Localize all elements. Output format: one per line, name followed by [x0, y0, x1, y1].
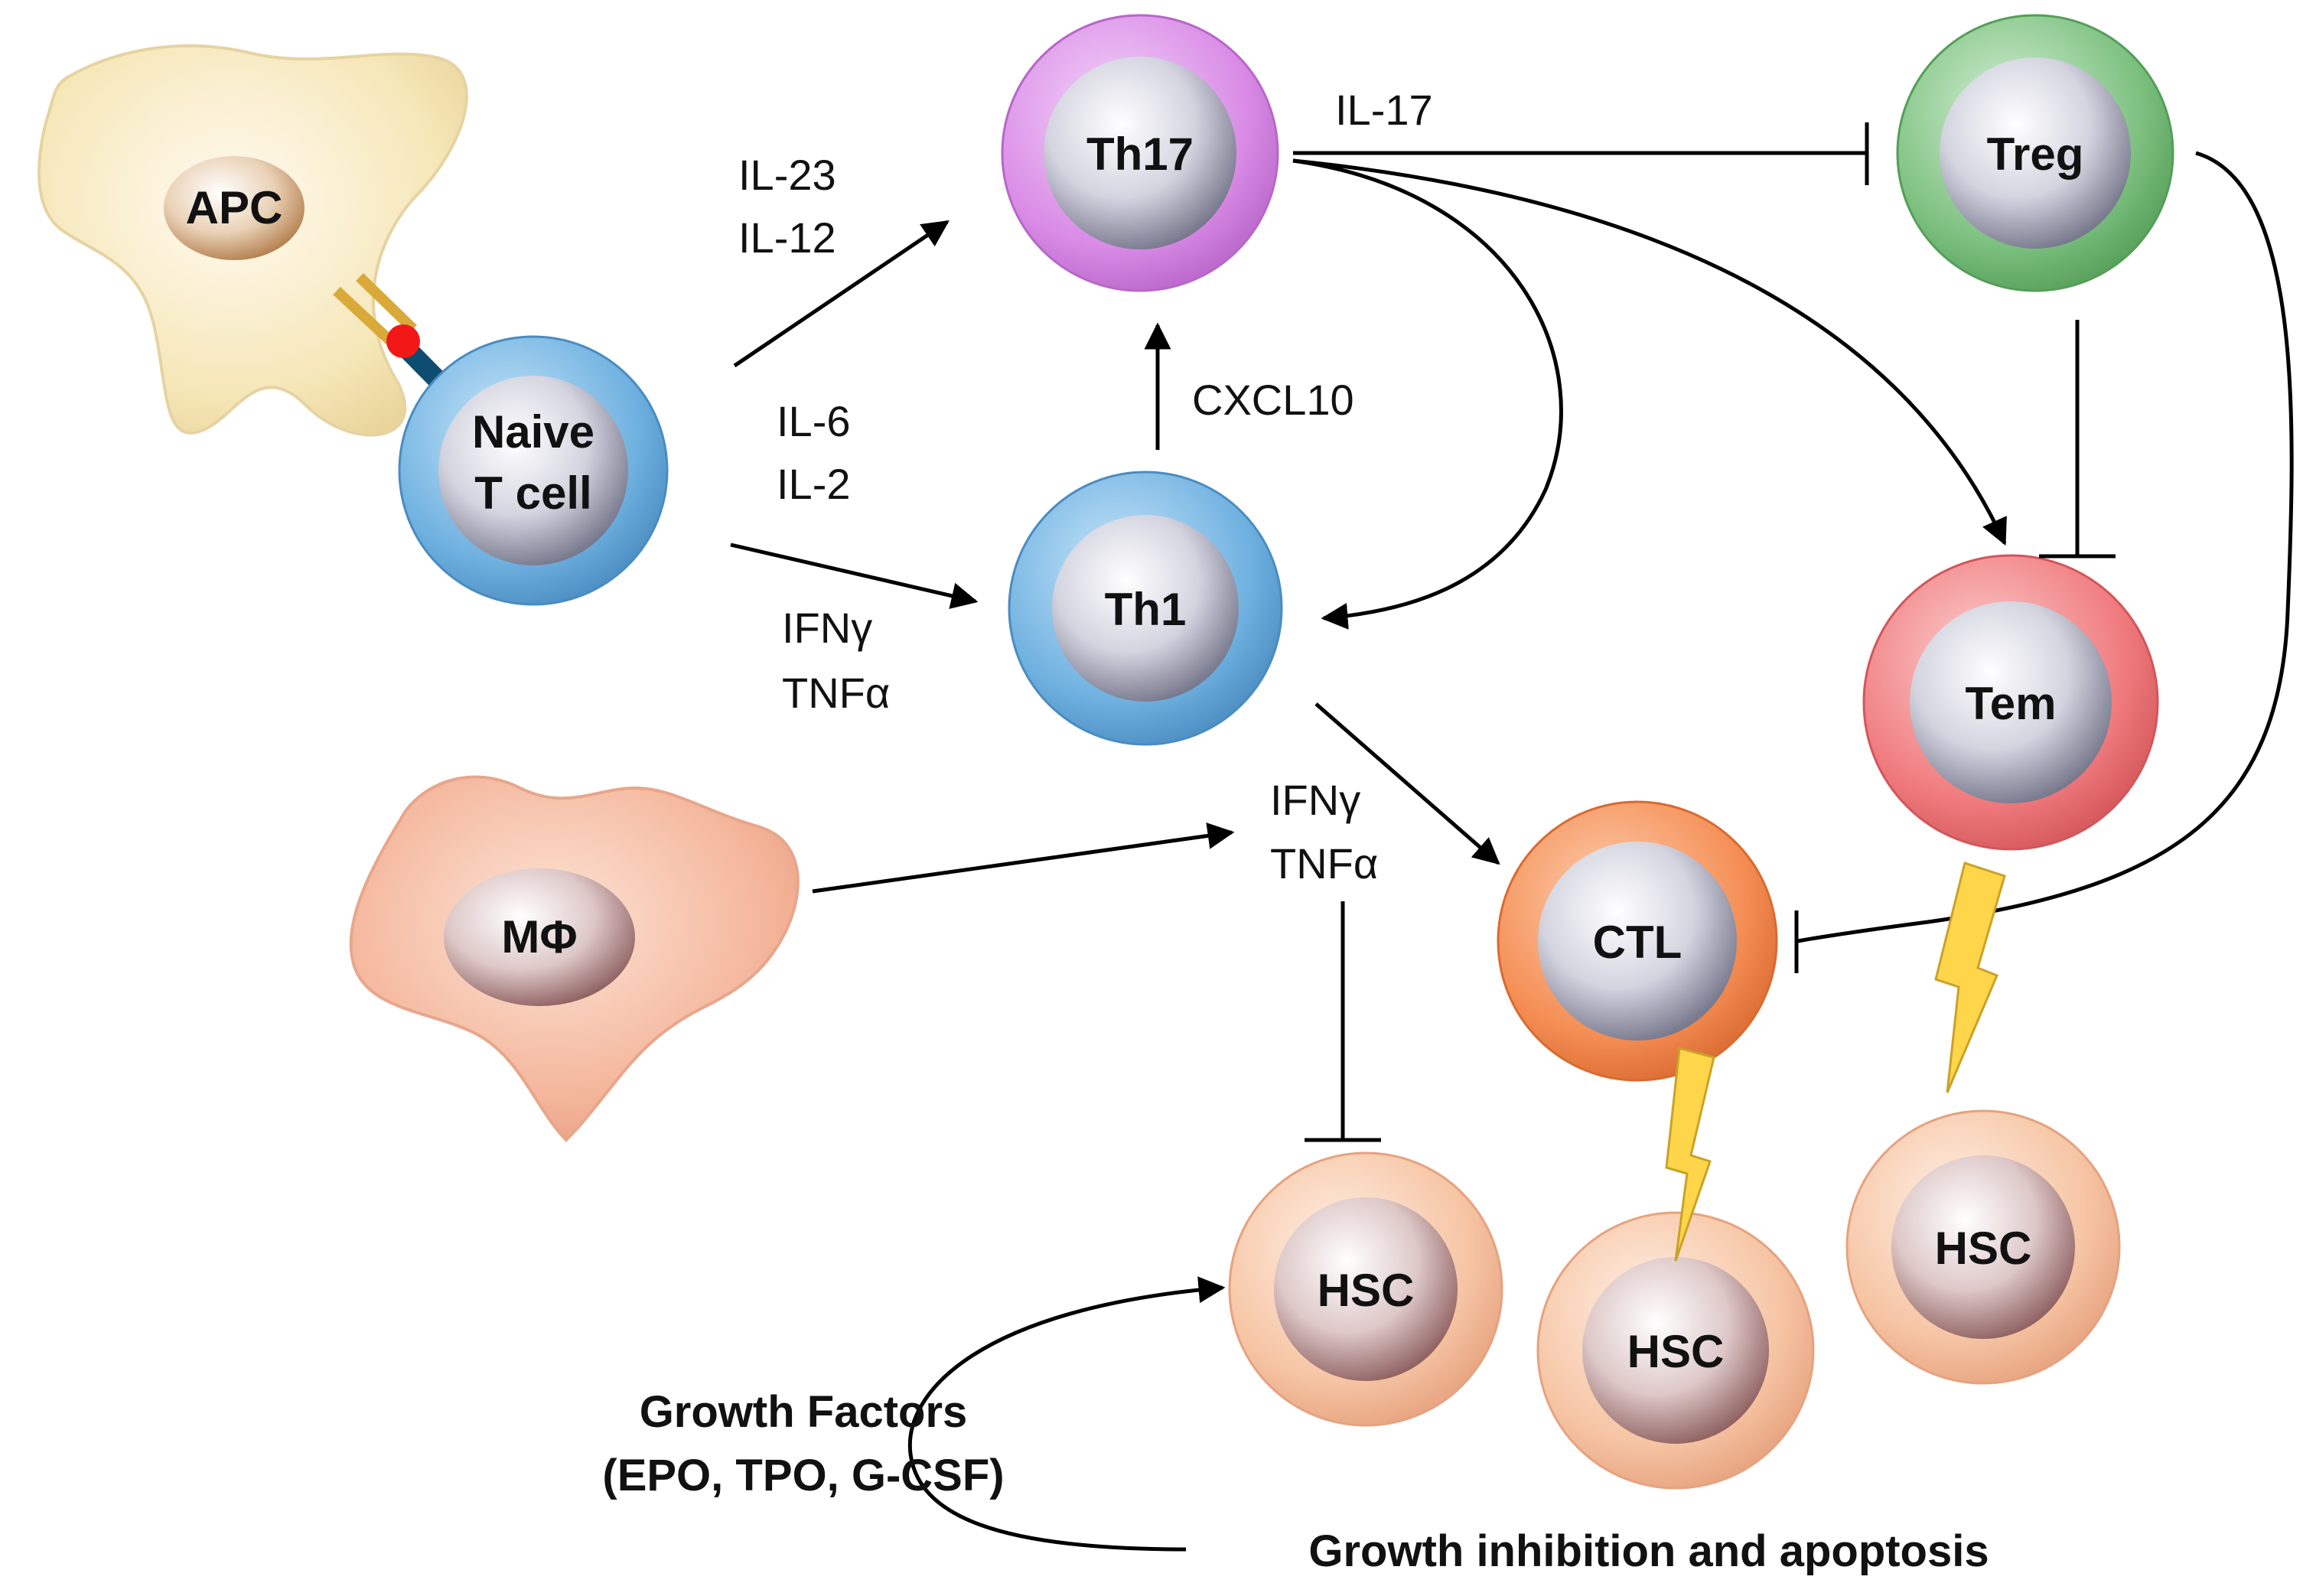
treg-cell: Treg	[1896, 14, 2174, 292]
arrow-macrophage-to-cytokines	[812, 822, 1235, 894]
hsc-cell: HSC	[1228, 1151, 1503, 1427]
th1-nucleus	[1052, 515, 1239, 702]
naive-t-cell: Naive T cell	[398, 335, 669, 606]
hsc-cell: HSC	[1536, 1211, 1815, 1490]
label-growth-factors-2: (EPO, TPO, G-CSF)	[602, 1451, 1004, 1500]
treg-label: Treg	[1987, 129, 2084, 180]
hsc-nucleus	[1891, 1155, 2075, 1339]
ctl-nucleus	[1538, 842, 1737, 1041]
apc-cell: APC	[37, 44, 468, 437]
lightning-icon	[1934, 862, 2006, 1093]
label-il12: IL-12	[738, 213, 836, 262]
th1-label: Th1	[1105, 584, 1187, 635]
tem-cell: Tem	[1862, 554, 2159, 851]
apc-nucleus	[164, 156, 305, 260]
th1-cell: Th1	[1008, 471, 1283, 746]
arrow-th1-to-ctl	[1314, 702, 1500, 865]
label-growth-inhibition: Growth inhibition and apoptosis	[1308, 1526, 1989, 1576]
hsc-label: HSC	[1318, 1265, 1415, 1316]
ctl-cell: CTL	[1497, 800, 1778, 1082]
arrow-naive-to-th17	[733, 220, 950, 368]
macrophage-nucleus	[444, 868, 635, 1006]
hsc-nucleus	[1582, 1257, 1769, 1444]
arrow-th17-to-tem-curve	[1292, 158, 2007, 546]
hsc-cell: HSC	[1845, 1109, 2121, 1385]
ctl-label: CTL	[1593, 917, 1682, 968]
inhibit-treg-to-ctl-curve	[1797, 151, 2294, 943]
label-tnfa-left: TNFα	[782, 669, 890, 717]
hsc-label: HSC	[1935, 1223, 2032, 1274]
label-ifng-left: IFNγ	[782, 604, 872, 652]
th17-nucleus	[1044, 57, 1236, 249]
antigen-dot	[386, 324, 420, 358]
label-il6: IL-6	[777, 397, 851, 445]
hsc-nucleus	[1274, 1197, 1458, 1381]
macrophage-label: MΦ	[501, 911, 577, 962]
hsc-label: HSC	[1627, 1326, 1725, 1377]
label-tnfa-center: TNFα	[1270, 839, 1378, 888]
label-ifng-center: IFNγ	[1270, 776, 1360, 824]
mhc-bar-1	[333, 286, 398, 349]
treg-nucleus	[1940, 57, 2131, 249]
label-il17: IL-17	[1335, 86, 1433, 134]
label-growth-factors-1: Growth Factors	[640, 1387, 968, 1437]
naive-label-line2: T cell	[474, 467, 591, 519]
naive-t-cell-nucleus	[438, 376, 628, 565]
label-il2: IL-2	[777, 460, 851, 508]
th17-label: Th17	[1086, 129, 1194, 180]
th17-cell: Th17	[1001, 14, 1279, 292]
macrophage-cell: MΦ	[349, 775, 800, 1142]
arrow-growth-factors-loop	[907, 1276, 1226, 1552]
label-cxcl10: CXCL10	[1192, 376, 1354, 424]
arrow-th17-to-th1-curve	[1292, 158, 1563, 630]
label-il23: IL-23	[738, 151, 836, 199]
lightning-icon	[1665, 1047, 1715, 1262]
tem-label: Tem	[1966, 678, 2057, 729]
naive-label-line1: Naive	[472, 406, 594, 458]
mhc-bar-2	[356, 272, 417, 334]
apc-label: APC	[186, 182, 283, 233]
arrow-naive-to-th1	[730, 542, 979, 609]
tem-nucleus	[1910, 601, 2112, 803]
